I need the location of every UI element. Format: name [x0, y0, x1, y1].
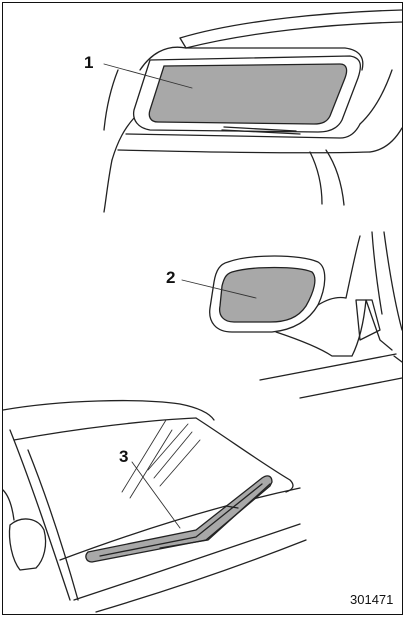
side-mirror-glass: [220, 268, 315, 323]
callout-3: 3: [119, 447, 128, 466]
callout-2: 2: [166, 268, 175, 287]
figure-number: 301471: [350, 592, 393, 607]
windshield-drawing: [3, 401, 306, 612]
callout-1: 1: [84, 53, 93, 72]
rear-window-glass: [149, 64, 346, 124]
